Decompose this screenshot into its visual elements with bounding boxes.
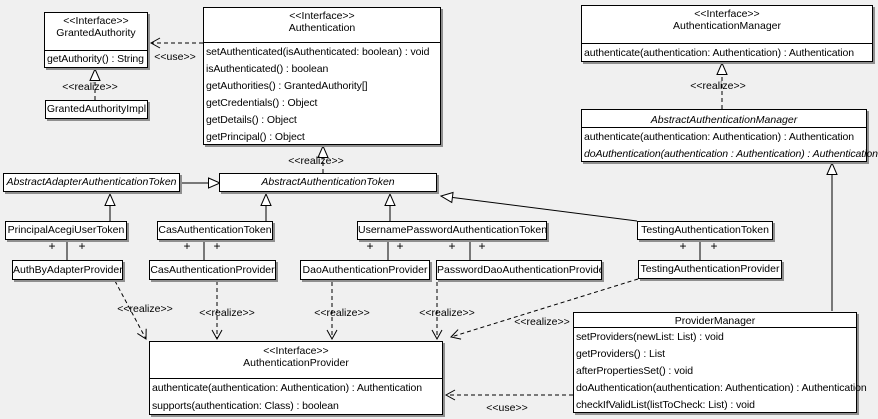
realize-label-daoprovider: <<realize>> (314, 307, 370, 319)
class-name: DaoAuthenticationProvider (302, 264, 428, 276)
class-username-password-authentication-token: UsernamePasswordAuthenticationToken (357, 221, 547, 240)
class-name: AbstractAdapterAuthenticationToken (6, 176, 177, 188)
class-name: GrantedAuthority (56, 27, 136, 39)
class-name: AuthenticationManager (673, 20, 781, 32)
association-plus: + (213, 239, 221, 253)
class-authentication: <<Interface>> Authentication setAuthenti… (203, 7, 441, 145)
realize-label-authbyadapter: <<realize>> (117, 303, 173, 315)
class-password-dao-authentication-provider: PasswordDaoAuthenticationProvider (436, 260, 602, 280)
method: getAuthority() : String (47, 53, 144, 65)
realize-label-authmanager: <<realize>> (690, 80, 746, 92)
method: isAuthenticated() : boolean (206, 63, 329, 75)
class-cas-authentication-provider: CasAuthenticationProvider (149, 260, 276, 280)
class-granted-authority: <<Interface>> GrantedAuthority getAuthor… (44, 12, 148, 68)
class-testing-authentication-provider: TestingAuthenticationProvider (638, 260, 782, 279)
class-auth-by-adapter-provider: AuthByAdapterProvider (12, 260, 123, 280)
use-label-bottom: <<use>> (486, 402, 528, 414)
class-name: AbstractAuthenticationManager (650, 114, 798, 126)
class-granted-authority-impl: GrantedAuthorityImpl (45, 100, 148, 119)
association-plus: + (478, 239, 486, 253)
class-abstract-adapter-authentication-token: AbstractAdapterAuthenticationToken (3, 173, 180, 192)
class-name: ProviderManager (674, 315, 756, 327)
class-name: TestingAuthenticationToken (641, 224, 769, 236)
class-authentication-manager: <<Interface>> AuthenticationManager auth… (581, 5, 873, 62)
realize-label-passworddao: <<realize>> (419, 307, 475, 319)
association-plus: + (366, 239, 374, 253)
method: getPrincipal() : Object (206, 131, 305, 143)
method: afterPropertiesSet() : void (576, 365, 693, 377)
class-name: PrincipalAcegiUserToken (7, 224, 125, 236)
class-name: AbstractAuthenticationToken (261, 176, 395, 188)
method: getAuthorities() : GrantedAuthority[] (206, 80, 368, 92)
class-name: UsernamePasswordAuthenticationToken (358, 224, 546, 236)
association-plus: + (78, 239, 86, 253)
edge-realize-testingprovider-authprovider (450, 278, 639, 340)
association-plus: + (396, 239, 404, 253)
method: authenticate(authentication: Authenticat… (152, 382, 423, 394)
class-name: CasAuthenticationProvider (150, 264, 275, 276)
method-abstract: doAuthentication(authentication : Authen… (584, 148, 878, 160)
edge-gen-testingtoken-to-abstracttoken (439, 191, 638, 222)
method: setProviders(newList: List) : void (576, 331, 724, 343)
class-name: TestingAuthenticationProvider (640, 263, 780, 275)
class-testing-authentication-token: TestingAuthenticationToken (637, 221, 773, 240)
edge-realize-authbyadapter-authprovider (114, 280, 147, 340)
method: setAuthenticated(isAuthenticated: boolea… (206, 46, 430, 58)
method: getDetails() : Object (206, 114, 297, 126)
class-name: CasAuthenticationToken (158, 224, 272, 236)
class-cas-authentication-token: CasAuthenticationToken (157, 221, 273, 240)
class-name: GrantedAuthorityImpl (46, 103, 147, 115)
class-provider-manager: ProviderManager setProviders(newList: Li… (573, 312, 867, 413)
association-plus: + (710, 239, 718, 253)
class-name: AuthenticationProvider (243, 357, 349, 369)
method: supports(authentication: Class) : boolea… (152, 399, 339, 412)
realize-label-casprovider: <<realize>> (199, 307, 255, 319)
method: getCredentials() : Object (206, 97, 318, 109)
class-name: AuthByAdapterProvider (13, 264, 122, 276)
class-principal-acegi-user-token: PrincipalAcegiUserToken (5, 221, 127, 240)
class-name: Authentication (288, 22, 356, 34)
association-plus: + (448, 239, 456, 253)
realize-label-grantedauthority: <<realize>> (62, 81, 118, 93)
class-dao-authentication-provider: DaoAuthenticationProvider (300, 260, 430, 280)
stereotype-label: <<Interface>> (289, 10, 355, 22)
method: getProviders() : List (576, 348, 665, 360)
method: checkIfValidList(listToCheck: List) : vo… (576, 399, 755, 411)
association-plus: + (183, 239, 191, 253)
stereotype-label: <<Interface>> (263, 345, 329, 357)
method: authenticate(authentication: Authenticat… (584, 131, 855, 143)
realize-label-abstracttoken: <<realize>> (288, 155, 344, 167)
class-authentication-provider: <<Interface>> AuthenticationProvider aut… (149, 341, 443, 415)
method: authenticate(authentication: Authenticat… (584, 47, 855, 59)
association-plus: + (679, 239, 687, 253)
method: doAuthentication(authentication: Authent… (576, 382, 867, 394)
stereotype-label: <<Interface>> (694, 8, 760, 20)
class-abstract-authentication-manager: AbstractAuthenticationManager authentica… (581, 109, 878, 162)
class-name: PasswordDaoAuthenticationProvider (437, 264, 601, 276)
association-plus: + (48, 239, 56, 253)
realize-label-testingprovider: <<realize>> (514, 316, 570, 328)
use-label-top: <<use>> (154, 51, 196, 63)
stereotype-label: <<Interface>> (63, 15, 129, 27)
class-abstract-authentication-token: AbstractAuthenticationToken (219, 173, 437, 192)
